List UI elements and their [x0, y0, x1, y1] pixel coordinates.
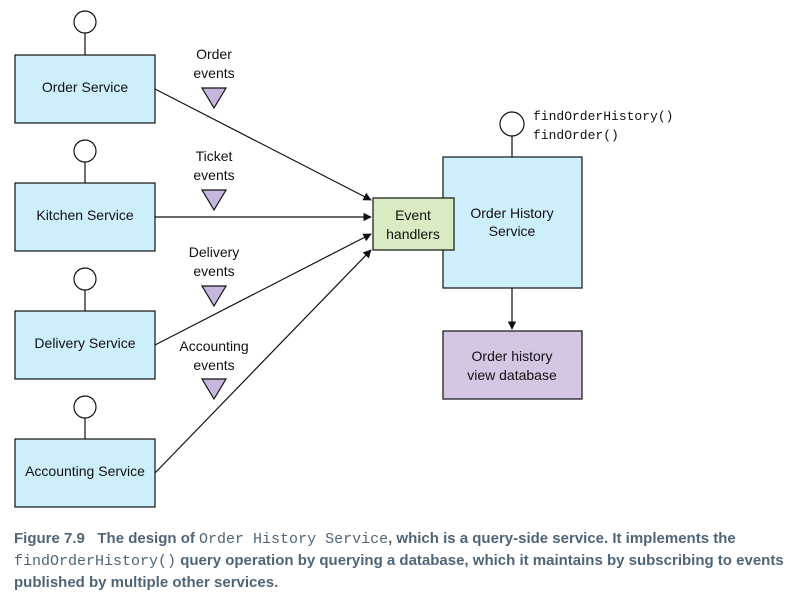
delivery-service-interface-icon	[73, 267, 97, 291]
svg-text:events: events	[193, 167, 234, 183]
order-history-service: Order History Service	[442, 111, 583, 289]
caption-code-2: findOrderHistory()	[14, 553, 177, 570]
svg-text:Order: Order	[196, 46, 232, 62]
caption-text-3: query operation by querying a database, …	[14, 552, 784, 591]
delivery-events-label: Delivery events	[189, 244, 240, 308]
order-service-interface-icon	[73, 10, 97, 34]
event-triangle-icon	[200, 189, 228, 212]
database-label-line2: view database	[467, 367, 557, 383]
caption-text-1: The design of	[97, 530, 200, 547]
svg-text:events: events	[193, 263, 234, 279]
order-history-service-label-line2: Service	[489, 223, 536, 239]
caption-code-1: Order History Service	[199, 531, 389, 548]
order-service-label: Order Service	[42, 79, 129, 95]
accounting-service-interface-icon	[73, 395, 97, 419]
svg-text:events: events	[193, 357, 234, 373]
kitchen-service: Kitchen Service	[14, 139, 156, 252]
svg-text:Delivery: Delivery	[189, 244, 240, 260]
accounting-events-label: Accounting events	[179, 338, 249, 401]
event-handlers: Event handlers	[372, 197, 455, 251]
figure-caption: Figure 7.9 The design of Order History S…	[14, 528, 784, 593]
event-handlers-label-line1: Event	[395, 207, 431, 223]
event-handlers-label-line2: handlers	[386, 226, 440, 242]
order-history-database: Order history view database	[442, 330, 583, 400]
order-history-service-label-line1: Order History	[470, 205, 553, 221]
kitchen-service-label: Kitchen Service	[36, 207, 133, 223]
database-label-line1: Order history	[472, 348, 553, 364]
delivery-service: Delivery Service	[14, 267, 156, 380]
api-operation-find-order-history: findOrderHistory()	[533, 109, 673, 124]
order-events-label: Order events	[193, 46, 235, 110]
ticket-events-label: Ticket events	[193, 148, 235, 212]
api-operation-find-order: findOrder()	[533, 128, 619, 143]
figure-number: Figure 7.9	[14, 530, 85, 547]
event-triangle-icon	[200, 285, 228, 308]
order-service: Order Service	[14, 10, 156, 124]
order-events-arrow	[154, 88, 372, 201]
event-triangle-icon	[200, 378, 228, 401]
kitchen-service-interface-icon	[73, 139, 97, 163]
caption-text-2: , which is a query-side service. It impl…	[388, 530, 736, 547]
event-triangle-icon	[200, 87, 228, 110]
svg-text:events: events	[193, 65, 234, 81]
delivery-service-label: Delivery Service	[34, 335, 135, 351]
accounting-service: Accounting Service	[14, 395, 156, 508]
accounting-service-label: Accounting Service	[25, 463, 145, 479]
delivery-events-arrow	[154, 233, 372, 346]
svg-text:Ticket: Ticket	[196, 148, 233, 164]
accounting-events-arrow	[154, 249, 372, 474]
order-history-interface-icon	[499, 111, 525, 137]
svg-text:Accounting: Accounting	[179, 338, 248, 354]
